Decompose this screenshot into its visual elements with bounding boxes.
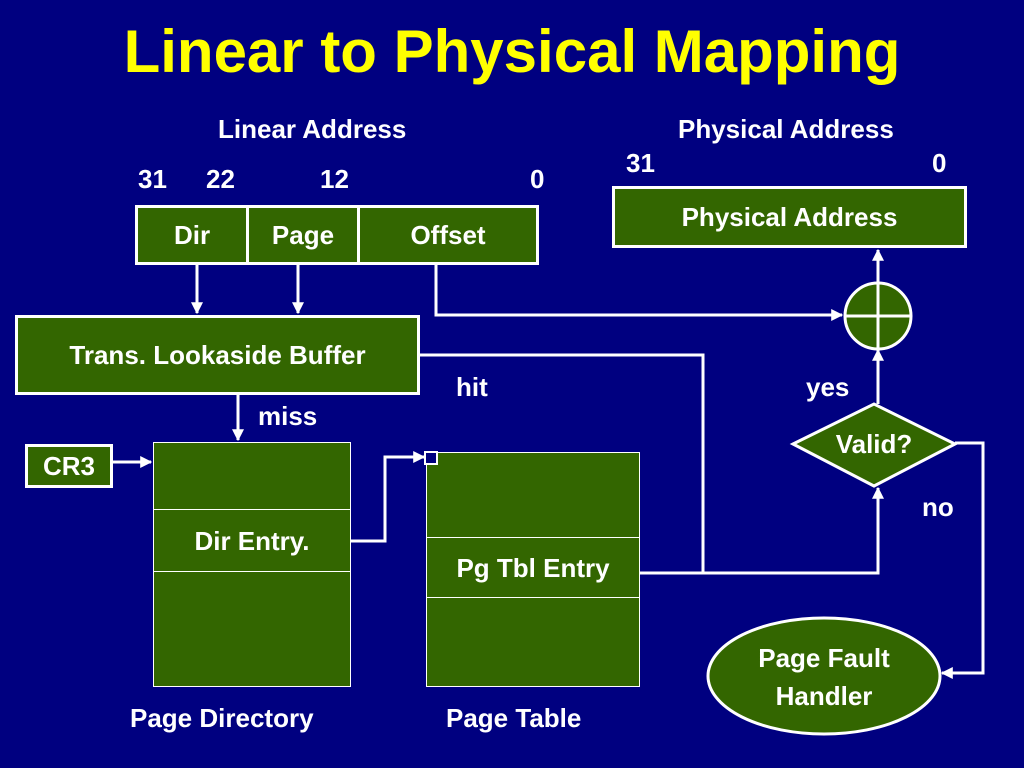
valid-diamond (789, 402, 959, 488)
page-title: Linear to Physical Mapping (123, 18, 901, 85)
page-field: Page (246, 205, 360, 265)
bit-22-label: 22 (206, 164, 235, 194)
offset-to-adder-arrow (434, 265, 844, 321)
phys-bit-31-label: 31 (626, 148, 655, 178)
bit-31-label: 31 (138, 164, 167, 194)
linear-address-heading: Linear Address (218, 114, 407, 144)
tlb-box: Trans. Lookaside Buffer (15, 315, 420, 395)
hit-label: hit (456, 372, 488, 402)
bit-0-label: 0 (530, 164, 545, 194)
cr3-register: CR3 (25, 444, 113, 488)
dir-entry: Dir Entry. (194, 525, 310, 556)
page-table-pointer-marker (424, 451, 438, 465)
offset-field: Offset (357, 205, 539, 265)
physical-address-heading: Physical Address (678, 114, 894, 144)
page-fault-handler-line2: Handler (776, 681, 873, 711)
physical-address-box: Physical Address (612, 186, 967, 248)
page-table-table: Pg Tbl Entry (426, 452, 640, 687)
no-label: no (922, 492, 954, 522)
page-fault-handler-line1: Page Fault (758, 643, 890, 673)
page-table-entry: Pg Tbl Entry (456, 552, 610, 583)
phys-bit-0-label: 0 (932, 148, 947, 178)
page-fault-handler-oval (706, 616, 942, 736)
tlb-hit-arrow (420, 353, 884, 575)
valid-label: Valid? (836, 429, 913, 459)
bit-12-label: 12 (320, 164, 349, 194)
page-table-caption: Page Table (446, 703, 582, 733)
adder-icon (843, 281, 913, 351)
miss-label: miss (258, 401, 318, 431)
dir-entry-arrow (351, 451, 426, 543)
yes-label: yes (806, 372, 850, 402)
page-directory-caption: Page Directory (130, 703, 314, 733)
valid-no-arrow (940, 441, 985, 679)
page-directory-table: Dir Entry. (153, 442, 351, 687)
